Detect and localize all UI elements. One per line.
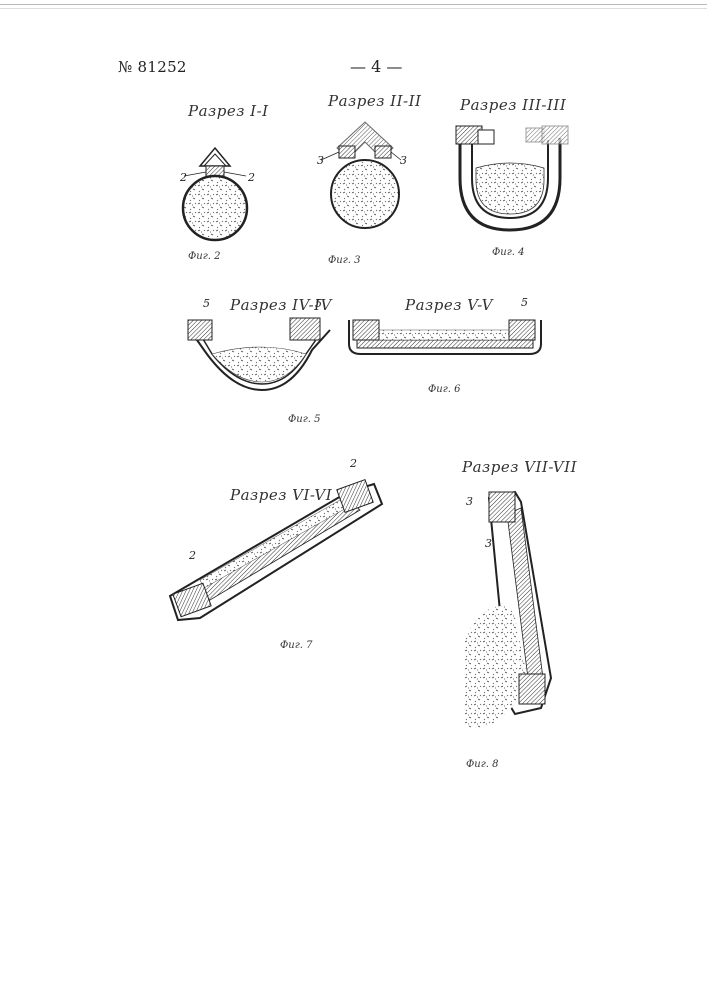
figure-6-drawing	[345, 314, 545, 364]
caption-fig2: Фиг. 2	[188, 251, 221, 262]
callout-fig5-left: 5	[203, 297, 210, 310]
figure-8-drawing	[455, 478, 565, 738]
figure-4-drawing	[448, 118, 578, 238]
section-label-fig2: Разрез I-I	[188, 102, 269, 120]
callout-fig7-bottom: 2	[189, 549, 196, 562]
figure-2-drawing	[170, 130, 260, 250]
callout-fig3-right: 3	[400, 154, 407, 167]
callout-fig3-left: 3	[317, 154, 324, 167]
callout-fig2-left: 2	[180, 171, 187, 184]
section-label-fig6: Разрез V-V	[405, 296, 493, 314]
figure-5-drawing	[182, 310, 342, 410]
callout-fig2-right: 2	[248, 171, 255, 184]
section-label-fig3: Разрез II-II	[328, 92, 421, 110]
caption-fig6: Фиг. 6	[428, 384, 461, 395]
callout-fig8-upper: 3	[466, 495, 473, 508]
caption-fig4: Фиг. 4	[492, 247, 525, 258]
caption-fig3: Фиг. 3	[328, 255, 361, 266]
page-number: — 4 —	[350, 57, 402, 76]
caption-fig5: Фиг. 5	[288, 414, 321, 425]
callout-fig7-top: 2	[350, 457, 357, 470]
callout-fig8-lower: 3	[485, 537, 492, 550]
section-label-fig8: Разрез VII-VII	[462, 458, 577, 476]
top-border-line-2	[0, 8, 707, 9]
top-border-line	[0, 4, 707, 5]
caption-fig7: Фиг. 7	[280, 640, 313, 651]
section-label-fig4: Разрез III-III	[460, 96, 566, 114]
callout-fig5-right: 5	[315, 297, 322, 310]
patent-number: № 81252	[118, 58, 187, 76]
figure-3-drawing	[315, 110, 415, 240]
callout-fig6-right: 5	[521, 296, 528, 309]
caption-fig8: Фиг. 8	[466, 759, 499, 770]
